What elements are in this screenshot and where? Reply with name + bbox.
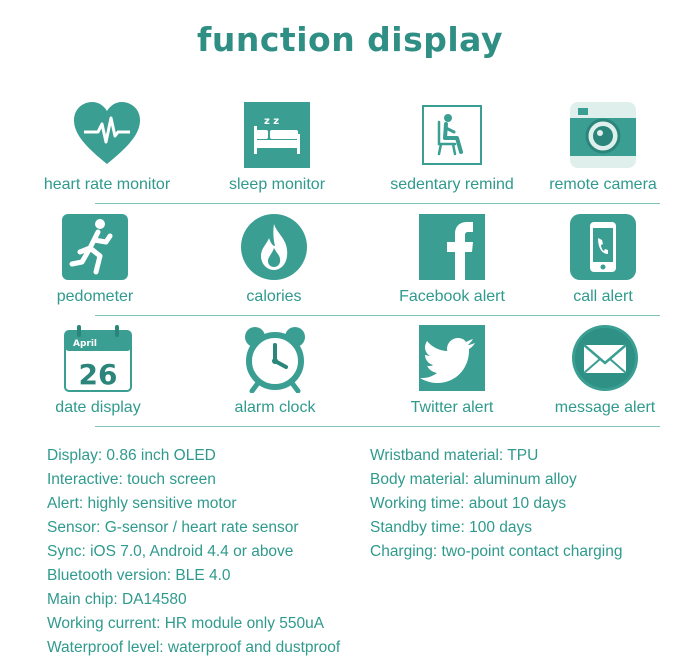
feature-label: remote camera — [549, 176, 657, 193]
row-divider — [95, 315, 660, 316]
feature-pedometer: pedometer — [5, 212, 185, 306]
twitter-icon — [417, 323, 487, 393]
row-divider — [95, 426, 660, 427]
feature-label: call alert — [573, 288, 633, 305]
feature-call-alert: call alert — [513, 212, 693, 306]
spec-line: Alert: highly sensitive motor — [47, 495, 237, 512]
spec-line: Bluetooth version: BLE 4.0 — [47, 567, 231, 584]
specs-left: Display: 0.86 inch OLED Interactive: tou… — [47, 444, 340, 660]
spec-line: Working current: HR module only 550uA — [47, 615, 325, 632]
feature-facebook-alert: Facebook alert — [362, 212, 542, 306]
spec-line: Display: 0.86 inch OLED — [47, 447, 216, 464]
heart-icon — [72, 100, 142, 170]
specs-right: Wristband material: TPU Body material: a… — [370, 444, 622, 564]
feature-twitter-alert: Twitter alert — [362, 323, 542, 417]
alarm-clock-icon — [240, 323, 310, 393]
svg-text:z z: z z — [264, 116, 279, 127]
row-divider — [95, 203, 660, 204]
camera-icon — [568, 100, 638, 170]
spec-line: Standby time: 100 days — [370, 519, 532, 536]
spec-line: Waterproof level: waterproof and dustpro… — [47, 639, 341, 656]
flame-icon — [239, 212, 309, 282]
feature-label: calories — [246, 288, 302, 305]
feature-sedentary: sedentary remind — [362, 100, 542, 194]
feature-row-2: pedometer calories Facebook alert — [0, 212, 700, 324]
envelope-icon — [570, 323, 640, 393]
page-title: function display — [197, 20, 503, 59]
feature-label: date display — [55, 399, 141, 416]
feature-label: heart rate monitor — [43, 176, 171, 193]
feature-label: alarm clock — [234, 399, 316, 416]
feature-label: Twitter alert — [410, 399, 494, 416]
feature-row-3: April 26 date display alarm clock Tw — [0, 323, 700, 435]
spec-line: Body material: aluminum alloy — [370, 471, 577, 488]
feature-sleep: z z sleep monitor — [187, 100, 367, 194]
feature-alarm-clock: alarm clock — [185, 323, 365, 417]
spec-line: Interactive: touch screen — [47, 471, 216, 488]
spec-line: Wristband material: TPU — [370, 447, 539, 464]
facebook-icon — [417, 212, 487, 282]
bed-icon: z z — [242, 100, 312, 170]
calendar-month: April — [73, 339, 97, 349]
feature-label: message alert — [554, 399, 656, 416]
feature-heart-rate: heart rate monitor — [17, 100, 197, 194]
feature-label: sedentary remind — [390, 176, 514, 193]
feature-label: Facebook alert — [399, 288, 505, 305]
feature-row-1: heart rate monitor z z sleep monitor — [0, 100, 700, 212]
spec-line: Main chip: DA14580 — [47, 591, 187, 608]
runner-icon — [60, 212, 130, 282]
feature-calories: calories — [184, 212, 364, 306]
spec-line: Charging: two-point contact charging — [370, 543, 623, 560]
feature-message-alert: message alert — [515, 323, 695, 417]
spec-line: Sync: iOS 7.0, Android 4.4 or above — [47, 543, 294, 560]
feature-label: sleep monitor — [228, 176, 326, 193]
feature-label: pedometer — [56, 288, 134, 305]
calendar-day: 26 — [79, 358, 118, 391]
feature-date-display: April 26 date display — [8, 323, 188, 417]
spec-line: Working time: about 10 days — [370, 495, 567, 512]
phone-icon — [568, 212, 638, 282]
sitting-person-icon — [417, 100, 487, 170]
spec-line: Sensor: G-sensor / heart rate sensor — [47, 519, 299, 536]
calendar-icon: April 26 — [63, 323, 133, 393]
feature-remote-camera: remote camera — [513, 100, 693, 194]
